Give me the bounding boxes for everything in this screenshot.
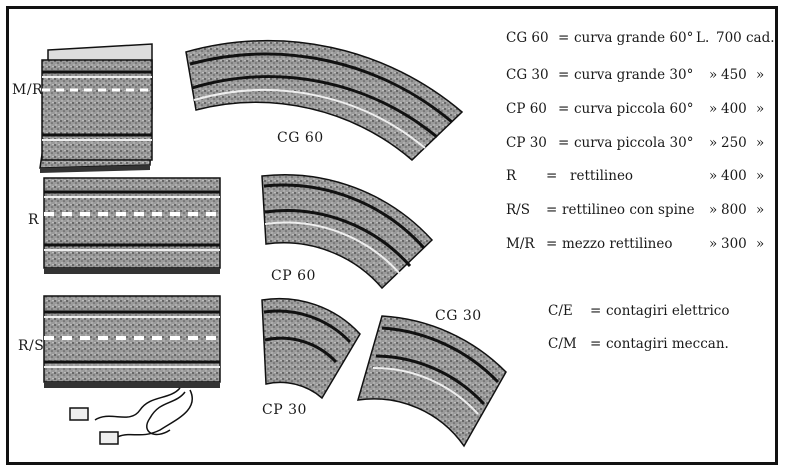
legend-eq: = (558, 67, 570, 83)
counter-desc: contagiri meccan. (606, 336, 729, 352)
legend-price: 300 (721, 236, 747, 252)
legend-unit: » (709, 236, 718, 252)
counter-desc: contagiri elettrico (606, 303, 730, 319)
small-curve-60-track (261, 174, 434, 290)
legend-price: 400 (721, 168, 747, 184)
legend-unit: L. (696, 30, 710, 46)
legend-code: CG 30 (506, 67, 549, 83)
counter-code: C/M (548, 336, 577, 352)
legend-code: R (506, 168, 517, 184)
label-cp60: CP 60 (271, 268, 316, 284)
legend-eq: = (546, 168, 558, 184)
legend-eq: = (558, 101, 570, 117)
legend-price: 250 (721, 135, 747, 151)
legend-eq: = (546, 202, 558, 218)
legend-price: 450 (721, 67, 747, 83)
small-curve-30-track (261, 297, 361, 400)
half-straight-track (39, 43, 153, 173)
legend-code: CP 30 (506, 135, 547, 151)
label-cg30: CG 30 (435, 308, 482, 324)
counter-eq: = (590, 336, 602, 352)
large-curve-60-track (185, 39, 464, 162)
legend-unit: » (709, 202, 718, 218)
label-cg60: CG 60 (277, 130, 324, 146)
legend-price: 400 (721, 101, 747, 117)
label-cp30: CP 30 (262, 402, 307, 418)
label-r: R (28, 212, 40, 228)
legend-desc: curva grande 30° (574, 67, 694, 83)
legend-unit: » (709, 67, 718, 83)
label-rs: R/S (18, 338, 45, 354)
legend-desc: mezzo rettilineo (562, 236, 673, 252)
counter-code: C/E (548, 303, 573, 319)
legend-desc: rettilineo con spine (562, 202, 695, 218)
legend-price: 700 (716, 30, 742, 46)
legend-desc: curva piccola 30° (574, 135, 694, 151)
large-curve-30-track (356, 315, 507, 448)
legend-desc: curva piccola 60° (574, 101, 694, 117)
straight-track-with-pins (43, 295, 221, 388)
legend-suffix: » (756, 236, 765, 252)
legend-price: 800 (721, 202, 747, 218)
counter-eq: = (590, 303, 602, 319)
pin-cables (69, 387, 193, 445)
legend-unit: » (709, 135, 718, 151)
label-mr: M/R (12, 82, 44, 98)
legend-code: R/S (506, 202, 530, 218)
legend-suffix: » (756, 101, 765, 117)
legend-unit: » (709, 168, 718, 184)
legend-code: CG 60 (506, 30, 549, 46)
straight-track (43, 177, 221, 274)
legend-code: CP 60 (506, 101, 547, 117)
legend-suffix: » (756, 202, 765, 218)
legend-suffix: » (756, 168, 765, 184)
legend-desc: curva grande 60° (574, 30, 694, 46)
legend-suffix: » (756, 67, 765, 83)
legend-suffix: cad. (746, 30, 775, 46)
legend-desc: rettilineo (570, 168, 634, 184)
legend-code: M/R (506, 236, 535, 252)
legend-suffix: » (756, 135, 765, 151)
legend-eq: = (558, 30, 570, 46)
legend-eq: = (558, 135, 570, 151)
legend-eq: = (546, 236, 558, 252)
legend-unit: » (709, 101, 718, 117)
